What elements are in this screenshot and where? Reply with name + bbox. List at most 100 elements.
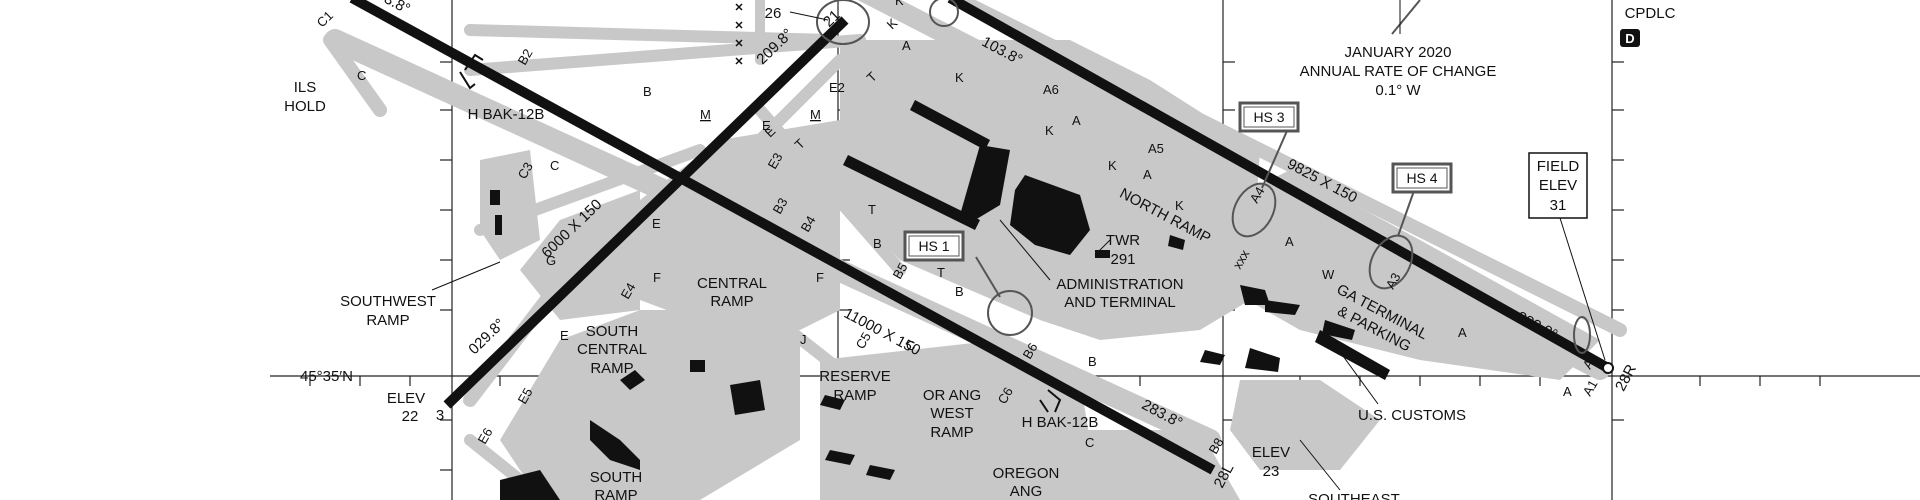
twy-b2: B2	[515, 46, 536, 67]
southwest-ramp-2: RAMP	[366, 312, 409, 329]
reserve-ramp-1: RESERVE	[819, 368, 890, 385]
mag-line3: 0.1° W	[1375, 82, 1421, 99]
mag-line2: ANNUAL RATE OF CHANGE	[1300, 63, 1497, 80]
twy-f-a: F	[653, 270, 661, 285]
twy-t-b: T	[937, 265, 945, 280]
twy-a4: A4	[1247, 184, 1268, 205]
twy-k-c: K	[1045, 123, 1054, 138]
twy-c-d: C	[1085, 435, 1094, 450]
twy-j: J	[800, 332, 807, 347]
twy-e-d: E	[762, 118, 771, 133]
south-central-3: RAMP	[590, 360, 633, 377]
closed-marks	[735, 3, 743, 65]
or-ang-2: WEST	[930, 405, 973, 422]
hs1-label: HS 1	[918, 238, 949, 254]
twy-a2: A2	[1580, 350, 1601, 371]
twy-e5: E5	[515, 385, 536, 406]
hot-spot-hs3[interactable]: HS 3	[1238, 101, 1300, 133]
twy-b-d: B	[873, 236, 882, 251]
twy-k-e: K	[1175, 198, 1184, 213]
runway-3-21	[443, 16, 849, 409]
twy-a1: A1	[1580, 377, 1601, 398]
south-ramp-1: SOUTH	[590, 469, 643, 486]
twy-b8: B8	[1206, 435, 1227, 456]
twy-k-d: K	[1108, 158, 1117, 173]
southeast: SOUTHEAST	[1308, 491, 1400, 500]
twy-b-b: B	[955, 284, 964, 299]
twy-e2: E2	[829, 80, 845, 95]
cpdlc-label: CPDLC	[1625, 5, 1676, 22]
twy-k-b: K	[955, 70, 964, 85]
bak-east: H BAK-12B	[1022, 414, 1099, 431]
admin-2: AND TERMINAL	[1064, 294, 1175, 311]
twy-m-a: M	[700, 107, 711, 122]
datalink-badge: D	[1620, 29, 1640, 47]
admin-1: ADMINISTRATION	[1056, 276, 1183, 293]
field-elev-line2: ELEV	[1539, 177, 1577, 194]
twy-e4: E4	[618, 280, 639, 301]
runway-10r-28l	[349, 0, 1216, 475]
elev-3-value: 22	[402, 408, 419, 425]
ils-hold-1: ILS	[294, 79, 317, 96]
elev-3-label: ELEV	[387, 390, 425, 407]
taxiway-labels: C1 C B2 B M M E2 E E3 T B3 B4 C3 C E G F…	[314, 0, 1601, 457]
twy-a-e: A	[1563, 384, 1572, 399]
south-ramp-2: RAMP	[594, 487, 637, 500]
hot-spot-hs1[interactable]: HS 1	[903, 230, 965, 262]
southwest-ramp-1: SOUTHWEST	[340, 293, 436, 310]
south-central-2: CENTRAL	[577, 341, 647, 358]
twy-a-b: A	[1143, 167, 1152, 182]
taxiway-strokes	[323, 0, 1627, 486]
twy-a5: A5	[1148, 141, 1164, 156]
twy-e-c: E	[560, 328, 569, 343]
hot-spot-hs4[interactable]: HS 4	[1391, 162, 1453, 194]
field-elev-box: FIELD ELEV 31	[1528, 152, 1606, 361]
twy-g: G	[546, 253, 556, 268]
field-elev-line3: 31	[1550, 197, 1567, 214]
twy-b6: B6	[1020, 340, 1041, 361]
or-ang-1: OR ANG	[923, 387, 981, 404]
mag-line1: JANUARY 2020	[1344, 44, 1451, 61]
holding-bars	[459, 53, 1062, 413]
twy-b3: B3	[770, 195, 791, 216]
rwy-end-28r: 28R	[1612, 362, 1640, 394]
customs: U.S. CUSTOMS	[1358, 407, 1466, 424]
runway-10l-28r	[947, 0, 1611, 373]
rwy-end-3: 3	[436, 407, 444, 424]
twy-e-b: E	[652, 216, 661, 231]
area-labels: ILS HOLD SOUTHWEST RAMP CENTRAL RAMP SOU…	[284, 79, 1466, 500]
twr-2: 291	[1110, 251, 1135, 268]
twy-c5: C5	[853, 330, 874, 352]
central-ramp-2: RAMP	[710, 293, 753, 310]
twy-a-a: A	[1072, 113, 1081, 128]
hs4-label: HS 4	[1406, 170, 1437, 186]
d-badge-label: D	[1625, 31, 1634, 46]
twy-e3: E3	[765, 150, 786, 171]
twy-c6: C6	[995, 385, 1016, 407]
leader-lines	[431, 11, 1379, 491]
hs3-label: HS 3	[1253, 109, 1284, 125]
buildings	[490, 100, 1390, 500]
rwy-end-26: 26	[765, 5, 782, 22]
twy-a-f: A	[902, 38, 911, 53]
field-elev-line1: FIELD	[1537, 158, 1580, 175]
twy-a6: A6	[1043, 82, 1059, 97]
twy-c-b: C	[550, 158, 559, 173]
elev-28l-label: ELEV	[1252, 444, 1290, 461]
hot-spot-ellipses	[816, 0, 1591, 354]
twy-b-c: B	[1088, 354, 1097, 369]
twy-c3: C3	[515, 160, 536, 182]
twy-c-a: C	[357, 68, 366, 83]
central-ramp-1: CENTRAL	[697, 275, 767, 292]
magnetic-variation: JANUARY 2020 ANNUAL RATE OF CHANGE 0.1° …	[1300, 0, 1497, 99]
bak-west: H BAK-12B	[468, 106, 545, 123]
twy-b-a: B	[643, 84, 652, 99]
runways	[349, 0, 1611, 475]
twy-b4: B4	[798, 213, 819, 234]
twy-e6: E6	[475, 425, 496, 446]
twy-k-f: K	[895, 0, 904, 8]
twy-c1: C1	[314, 8, 336, 30]
elev-28l-value: 23	[1263, 463, 1280, 480]
or-ang-3: RAMP	[930, 424, 973, 441]
